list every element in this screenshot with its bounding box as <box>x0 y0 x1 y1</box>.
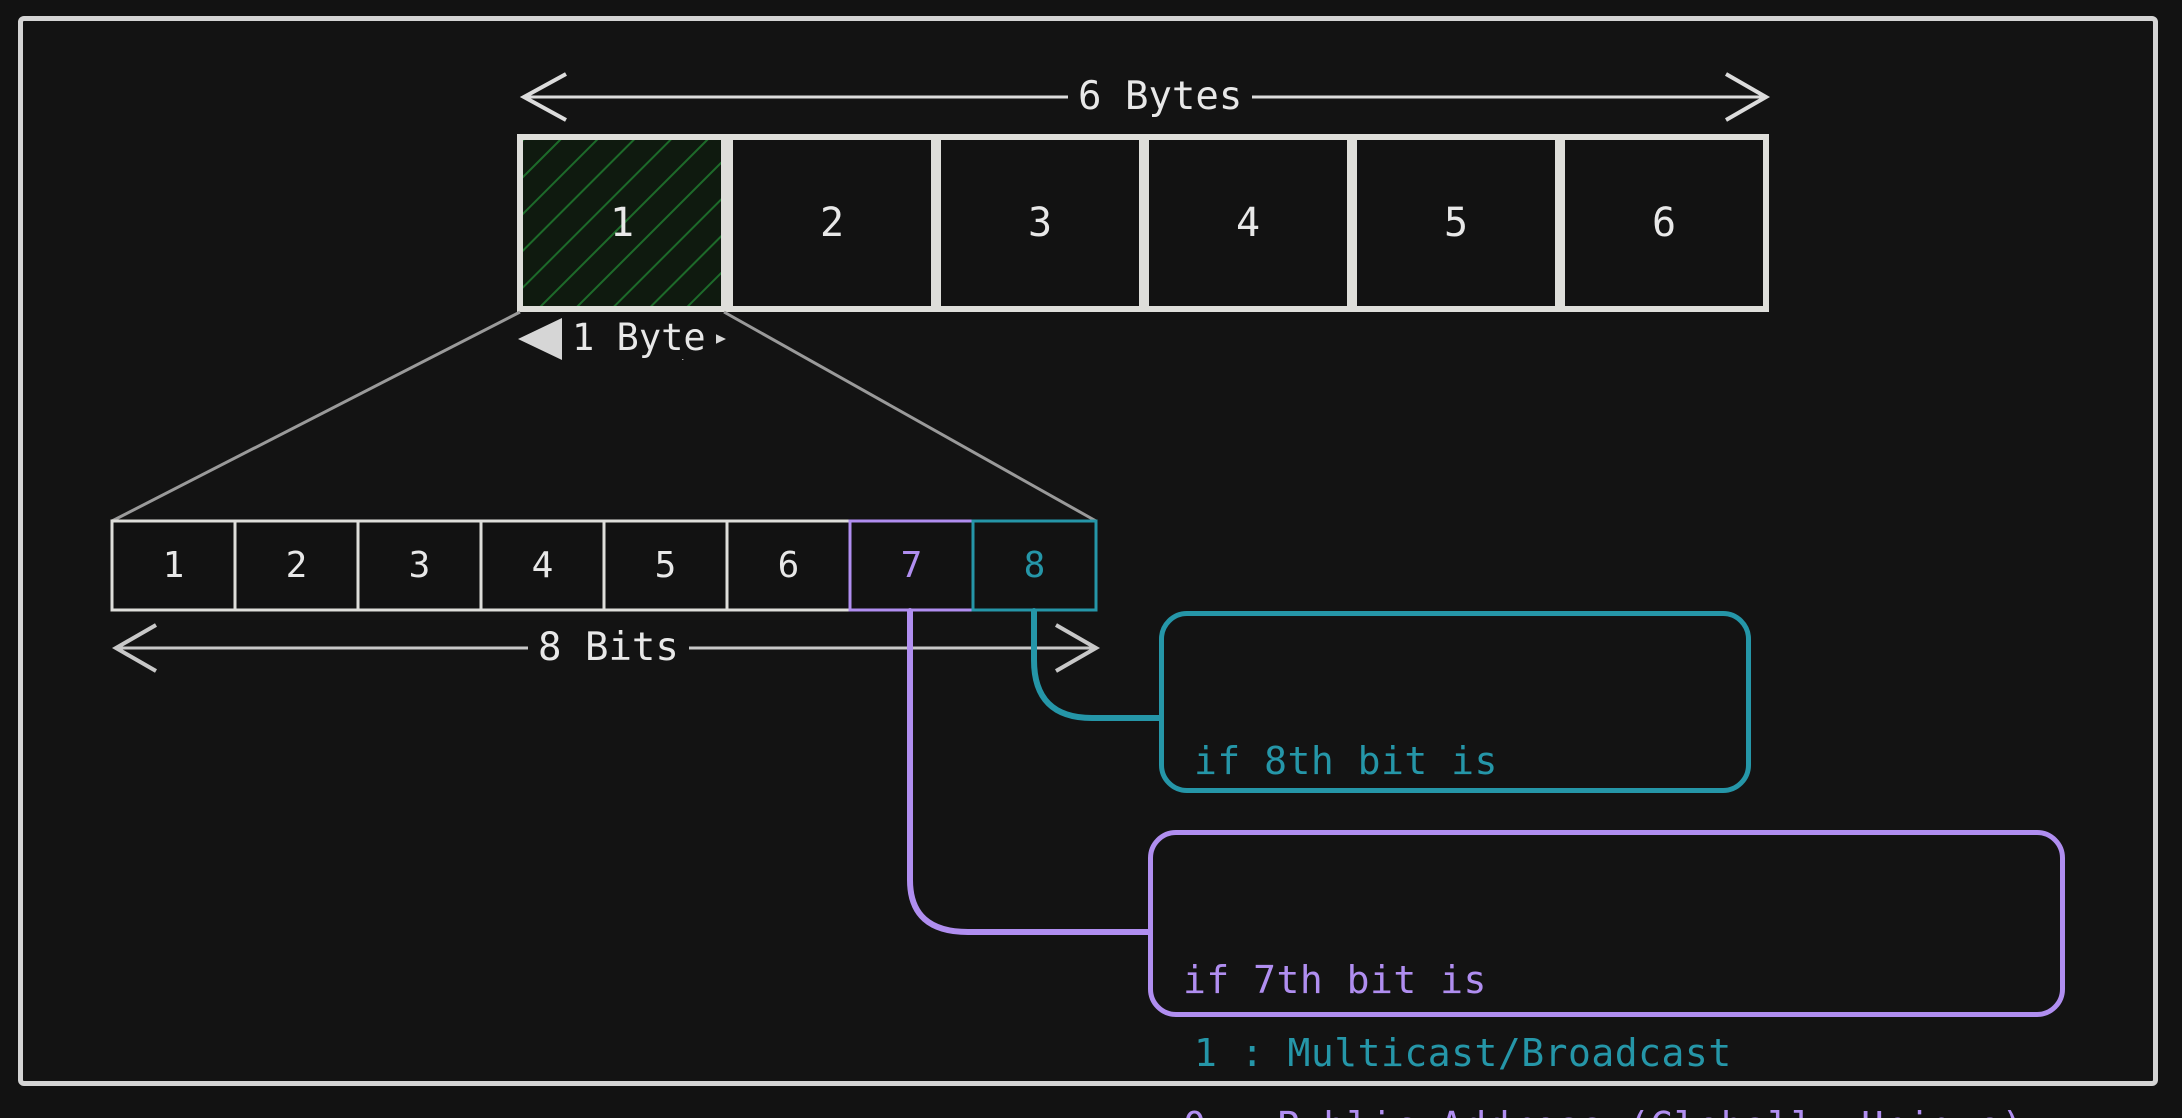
bit-cell-label-8: 8 <box>1023 545 1046 586</box>
bit-cell-label-6: 6 <box>777 545 800 586</box>
bit-cell-label-3: 3 <box>408 545 431 586</box>
callout-bit7[interactable]: if 7th bit is 0 : Public Address (Global… <box>1148 830 2065 1118</box>
one-byte-label: 1 Byte <box>562 316 716 359</box>
callout-bit8-line-3: 1 : Multicast/Broadcast <box>1194 1031 1732 1075</box>
bit-cell-label-4: 4 <box>531 545 554 586</box>
byte-cell-label-5: 5 <box>1443 200 1469 246</box>
byte-cell-label-3: 3 <box>1027 200 1053 246</box>
six-bytes-label: 6 Bytes <box>1068 74 1253 119</box>
byte-cell-label-6: 6 <box>1651 200 1677 246</box>
callout-bit8-line-1: if 8th bit is <box>1194 739 1498 784</box>
callout-bit7-line-1: if 7th bit is <box>1183 958 1487 1003</box>
bit-cell-label-2: 2 <box>285 545 308 586</box>
eight-bits-label: 8 Bits <box>528 625 689 670</box>
bit-cell-label-7: 7 <box>900 545 923 586</box>
byte-cell-label-2: 2 <box>819 200 845 246</box>
byte-cell-label-4: 4 <box>1235 200 1261 246</box>
callout-bit8[interactable]: if 8th bit is 0 : Unicast 1 : Multicast/… <box>1159 611 1751 1075</box>
byte-cell-label-1: 1 <box>609 200 635 246</box>
bit-cell-label-1: 1 <box>162 545 185 586</box>
callout-bit7-line-2: 0 : Public Address (Globally Unique) <box>1183 1102 2030 1118</box>
bit-cell-label-5: 5 <box>654 545 677 586</box>
